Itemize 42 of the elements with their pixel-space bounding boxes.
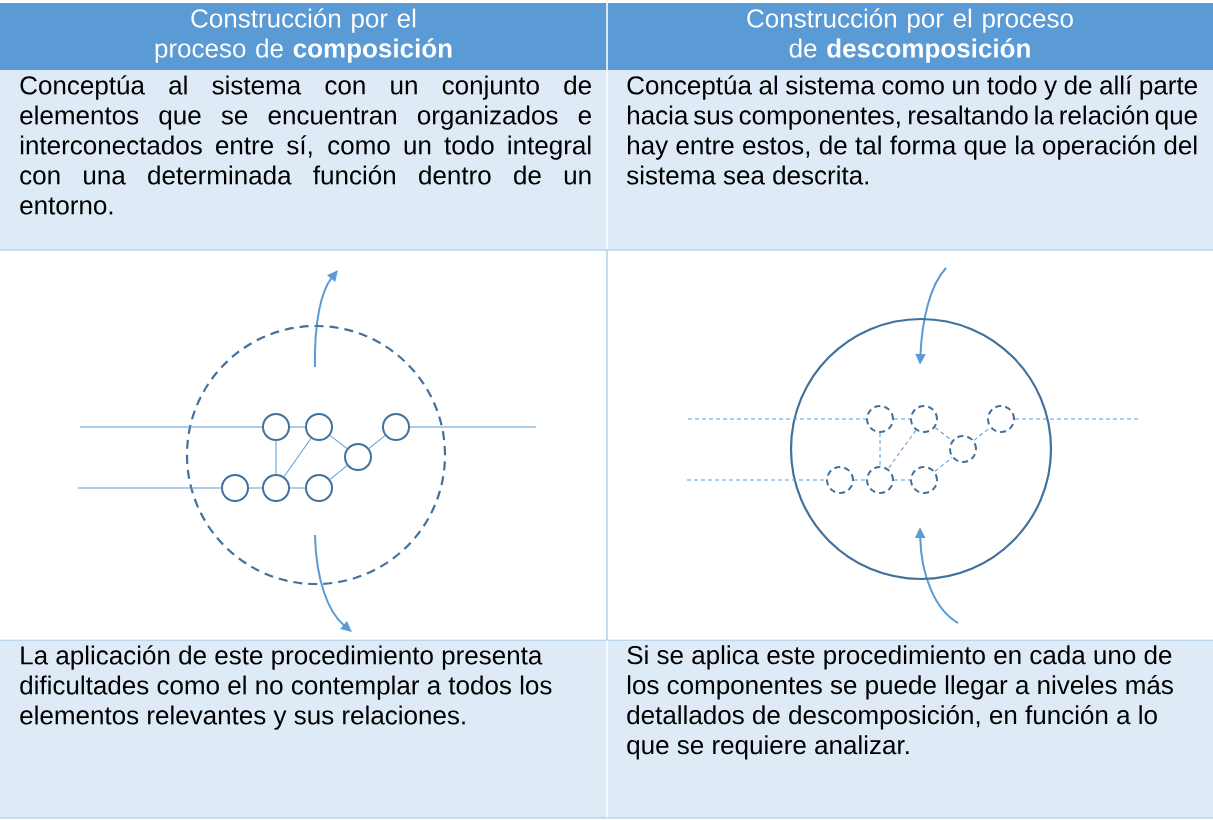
connector-line [289, 487, 306, 489]
connector-line [687, 418, 867, 420]
connector-line [1014, 418, 1139, 420]
element-circle [866, 405, 894, 433]
element-circle [221, 474, 249, 502]
table-cell: Si se aplica este procedimiento en cada uno de los componentes se puede llegar a niveles más detallados de descomposición, en función a lo que se requiere analizar. [607, 640, 1213, 818]
connector-line [893, 479, 911, 481]
connector-line [289, 426, 306, 428]
table-cell: Conceptúa al sistema con un conjunto de elementos que se encuentran organizados e interconectados entre sí, como un todo integral con una determinada función dentro de un entorno. [0, 70, 607, 250]
element-circle [910, 466, 938, 494]
connector-line [329, 465, 348, 480]
element-circle [344, 443, 372, 471]
connector-line [283, 437, 312, 478]
connector-line [887, 429, 917, 470]
connector-line [973, 427, 991, 441]
element-circle [987, 405, 1015, 433]
connector-line [879, 432, 881, 467]
element-circle [305, 413, 333, 441]
dashed-circle [185, 324, 447, 586]
connector-line [329, 435, 348, 449]
element-circle [910, 405, 938, 433]
connector-line [934, 457, 953, 472]
element-circle [262, 474, 290, 502]
element-circle [382, 413, 410, 441]
connector-line [853, 479, 867, 481]
element-circle [305, 474, 333, 502]
connector-line [893, 418, 911, 420]
table-cell: Conceptúa al sistema como un todo y de allí parte hacia sus componentes, resaltando la relación que hay entre estos, de tal forma que la operación del sistema sea descrita. [607, 70, 1213, 250]
element-circle [866, 466, 894, 494]
table-cell: La aplicación de este procedimiento presenta dificultades como el no contemplar a todos los elementos relevantes y sus relaciones. [0, 640, 607, 818]
connector-line [409, 426, 537, 428]
element-circle [949, 435, 977, 463]
connector-line [368, 435, 386, 449]
element-circle [262, 413, 290, 441]
header-cell: Construcción por el proceso de composición [0, 3, 607, 70]
connector-line [248, 487, 263, 489]
connector-line [77, 487, 222, 489]
header-cell: Construcción por el proceso de descomposición [607, 3, 1213, 70]
system-circle [789, 317, 1053, 581]
element-circle [826, 466, 854, 494]
connector-line [275, 440, 277, 475]
connector-line [79, 426, 263, 428]
